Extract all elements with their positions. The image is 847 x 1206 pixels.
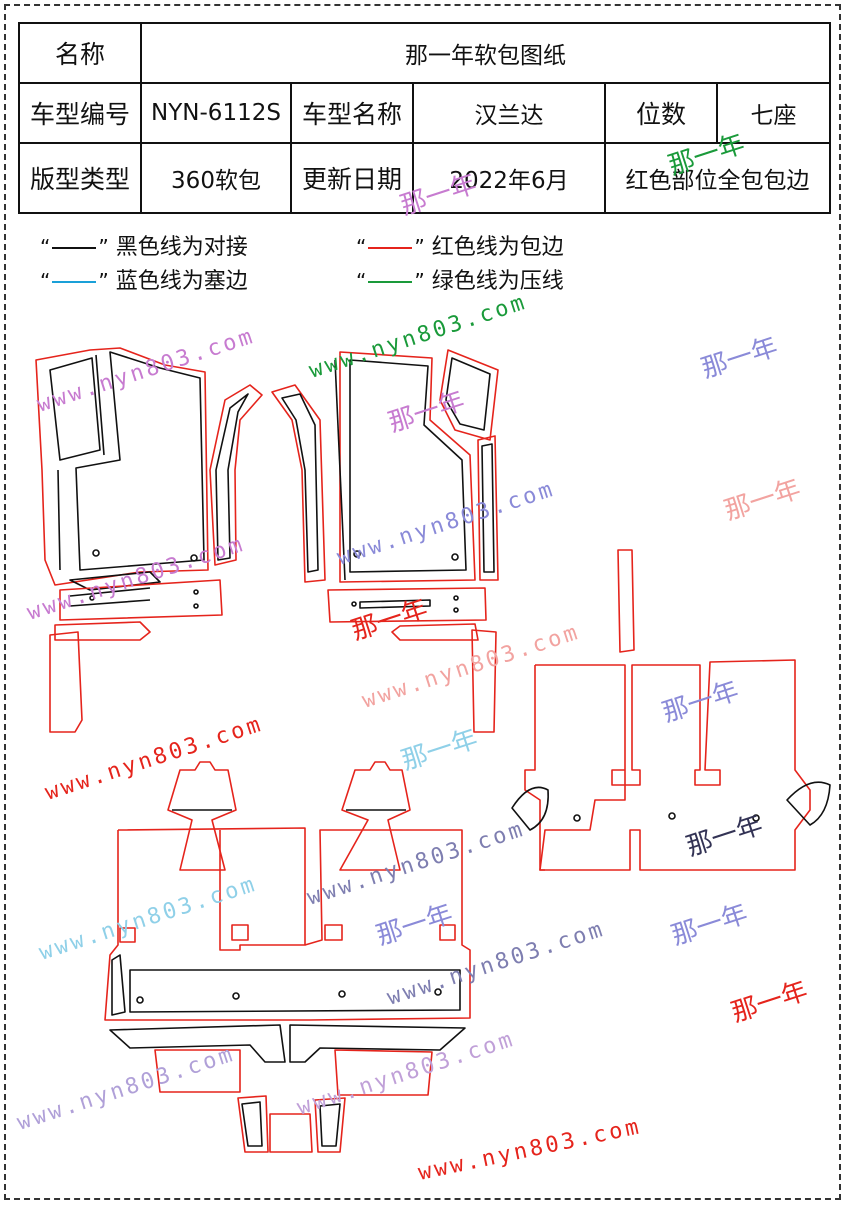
watermarks: www.nyn803.com www.nyn803.com www.nyn803…: [14, 290, 644, 1186]
model-name-value: 汉兰达: [412, 82, 606, 144]
legend-blue: “” 蓝色线为塞边: [40, 269, 248, 294]
legend-green: “” 绿色线为压线: [356, 269, 564, 294]
legend-black-text: 黑色线为对接: [115, 235, 248, 260]
watermark-url-7: www.nyn803.com: [36, 872, 260, 966]
watermark-url-3: www.nyn803.com: [334, 477, 558, 571]
watermark-url-10: www.nyn803.com: [14, 1042, 238, 1136]
legend-blue-text: 蓝色线为塞边: [115, 269, 248, 294]
model-code-label: 车型编号: [18, 82, 142, 144]
model-code-value: NYN-6112S: [140, 82, 292, 144]
watermark-url-11: www.nyn803.com: [294, 1027, 518, 1121]
right-front-mat: [271, 349, 499, 733]
red-line-swatch: [368, 247, 413, 249]
green-line-swatch: [368, 281, 413, 283]
watermark-brand-1: 那一年: [397, 169, 480, 222]
blue-line-swatch: [52, 281, 97, 283]
legend-red-text: 红色线为包边: [431, 235, 564, 260]
watermark-url-12: www.nyn803.com: [416, 1114, 644, 1186]
watermark-brand-12: 那一年: [728, 976, 811, 1029]
left-front-mat: [35, 347, 263, 733]
seats-value: 七座: [715, 82, 832, 144]
name-value: 那一年软包图纸: [139, 22, 832, 84]
seats-label: 位数: [604, 82, 718, 144]
legend-black: “” 黑色线为对接: [40, 235, 248, 260]
third-row-mat: [104, 761, 471, 1153]
watermark-brand-5: 那一年: [721, 474, 804, 527]
watermark-brand-4: 那一年: [698, 332, 781, 385]
watermark-brand-10: 那一年: [373, 899, 456, 952]
watermark-brand-9: 那一年: [683, 810, 766, 863]
name-label: 名称: [18, 22, 142, 84]
page-border: [4, 4, 841, 1200]
watermark-brand-8: 那一年: [398, 724, 481, 777]
note-value: 红色部位全包包边: [603, 142, 832, 214]
watermark-brand-2: 那一年: [665, 129, 748, 182]
pattern-label: 版型类型: [18, 142, 142, 214]
legend-red: “” 红色线为包边: [356, 235, 564, 260]
model-name-label: 车型名称: [290, 82, 414, 144]
pattern-value: 360软包: [140, 142, 292, 214]
legend-green-text: 绿色线为压线: [431, 269, 564, 294]
watermark-brand-11: 那一年: [668, 899, 751, 952]
second-row-mat: [511, 549, 831, 871]
date-value: 2022年6月: [412, 142, 606, 214]
brand-watermarks: 那一年 那一年 那一年 那一年 那一年 那一年 那一年 那一年 那一年 那一年 …: [348, 129, 811, 1029]
date-label: 更新日期: [290, 142, 414, 214]
info-table: 名称 那一年软包图纸 车型编号 NYN-6112S 车型名称 汉兰达 位数 七座…: [18, 22, 832, 214]
black-line-swatch: [52, 247, 97, 249]
watermark-url-4: www.nyn803.com: [24, 532, 248, 626]
